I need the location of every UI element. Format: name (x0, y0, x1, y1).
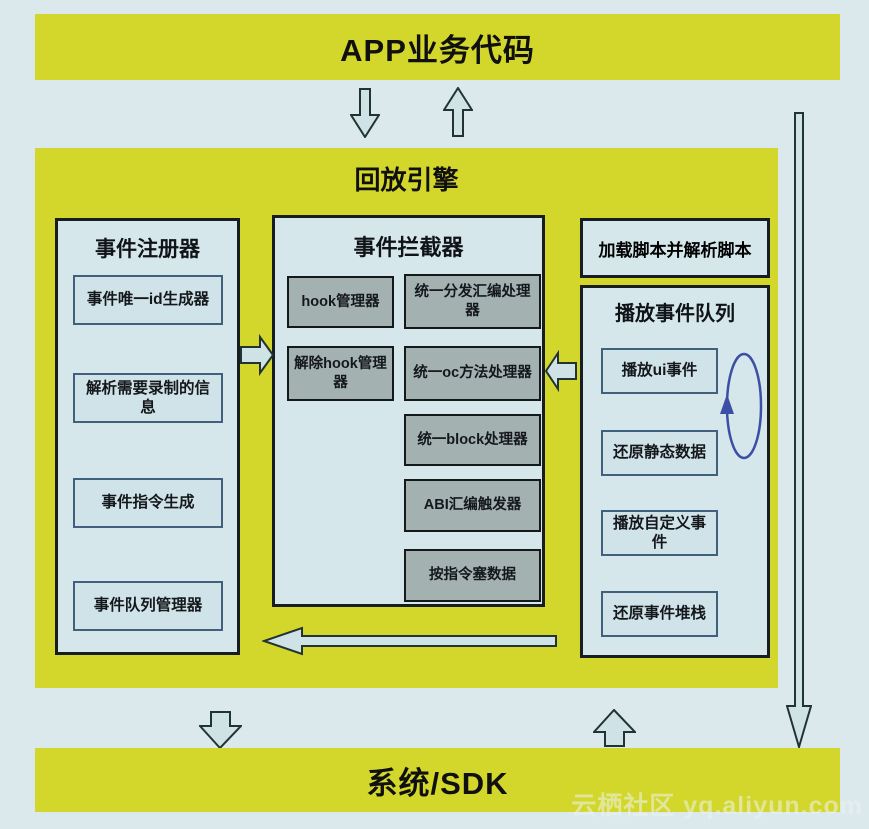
system-sdk-banner: 系统/SDK (35, 748, 840, 812)
replay-engine-title: 回放引擎 (354, 165, 459, 195)
registrar-item: 解析需要录制的信息 (73, 373, 223, 423)
arrow-down-icon (199, 711, 242, 749)
interceptor-item: hook管理器 (287, 276, 394, 328)
interceptor-item: 统一分发汇编处理器 (404, 274, 541, 329)
arrow-down-icon (350, 88, 380, 138)
player-item: 还原静态数据 (601, 430, 718, 476)
event-interceptor-title: 事件拦截器 (353, 235, 464, 260)
player-item: 还原事件堆栈 (601, 591, 718, 637)
script-loader-label: 加载脚本并解析脚本 (598, 240, 752, 260)
registrar-item: 事件队列管理器 (73, 581, 223, 631)
arrow-long-down-icon (786, 112, 812, 748)
app-business-code-banner: APP业务代码 (35, 14, 840, 80)
interceptor-item: 解除hook管理器 (287, 346, 394, 401)
app-business-code-label: APP业务代码 (340, 32, 535, 68)
arrow-up-icon (443, 87, 473, 137)
registrar-item: 事件指令生成 (73, 478, 223, 528)
loop-cycle-icon (719, 352, 765, 465)
interceptor-item: 按指令塞数据 (404, 549, 541, 602)
player-item: 播放ui事件 (601, 348, 718, 394)
arrow-up-icon (593, 709, 636, 747)
interceptor-item: ABI汇编触发器 (404, 479, 541, 532)
play-event-queue-panel: 播放事件队列 播放ui事件 还原静态数据 播放自定义事件 还原事件堆栈 (580, 285, 770, 658)
replay-engine-container: 回放引擎 事件注册器 事件唯一id生成器 解析需要录制的信息 事件指令生成 事件… (35, 148, 778, 688)
registrar-item: 事件唯一id生成器 (73, 275, 223, 325)
event-registrar-panel: 事件注册器 事件唯一id生成器 解析需要录制的信息 事件指令生成 事件队列管理器 (55, 218, 240, 655)
script-loader-box: 加载脚本并解析脚本 (580, 218, 770, 278)
event-interceptor-panel: 事件拦截器 hook管理器 解除hook管理器 统一分发汇编处理器 统一oc方法… (272, 215, 545, 607)
player-item: 播放自定义事件 (601, 510, 718, 556)
play-event-queue-title: 播放事件队列 (615, 303, 735, 325)
interceptor-item: 统一block处理器 (404, 414, 541, 466)
arrow-left-icon (545, 349, 577, 393)
interceptor-item: 统一oc方法处理器 (404, 346, 541, 401)
event-registrar-title: 事件注册器 (95, 238, 200, 261)
watermark: 云栖社区 yq.aliyun.com (571, 792, 863, 820)
system-sdk-label: 系统/SDK (366, 765, 509, 801)
arrow-long-left-icon (262, 625, 557, 657)
arrow-right-icon (240, 333, 274, 377)
